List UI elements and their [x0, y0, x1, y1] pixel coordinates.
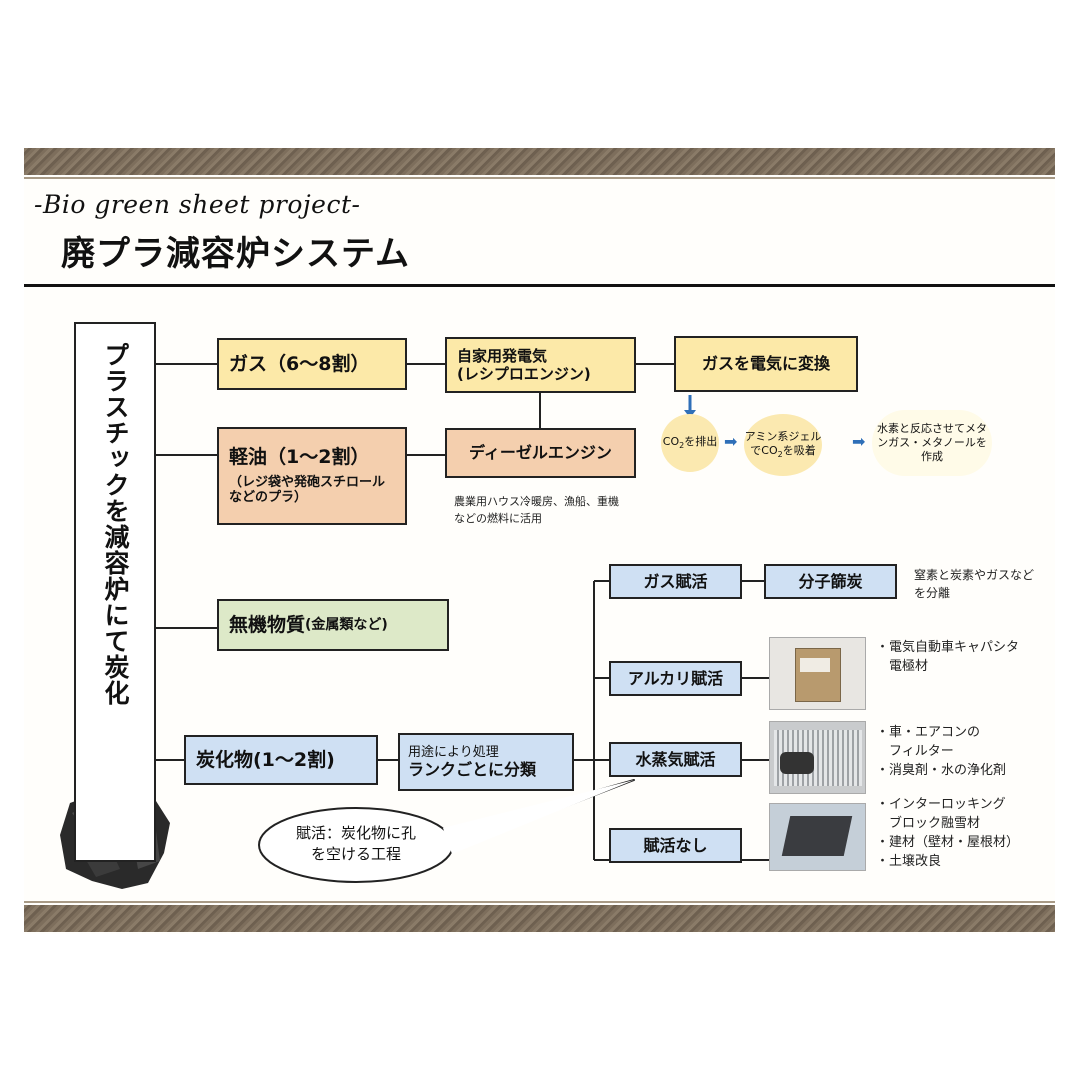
no-activation-box: 賦活なし — [609, 828, 742, 863]
light-oil-label: 軽油（1〜2割） — [229, 446, 370, 468]
methane-text: 水素と反応させてメタンガス・メタノールを作成 — [877, 421, 987, 464]
title-rule — [24, 284, 1055, 287]
char-output-box: 炭化物(1〜2割) — [184, 735, 378, 785]
char-label: 炭化物(1〜2割) — [196, 748, 335, 771]
alkali-activation-label: アルカリ賦活 — [627, 668, 724, 688]
steam-bullet: フィルター — [876, 743, 954, 759]
generator-box: 自家用発電気 (レシプロエンジン) — [445, 337, 636, 393]
co2-sub: 2 — [679, 440, 685, 450]
no-activation-bullet: ・建材（壁材・屋根材） — [876, 834, 1020, 850]
convert-box: ガスを電気に変換 — [674, 336, 858, 392]
plastic-carbonization-label: プラスチックを減容炉にて炭化 — [74, 322, 156, 862]
decorative-band-top — [24, 148, 1055, 175]
decorative-band-bottom — [24, 905, 1055, 932]
project-subtitle: -Bio green sheet project- — [34, 190, 361, 219]
diesel-box: ディーゼルエンジン — [445, 428, 636, 478]
no-activation-bullet: ブロック融雪材 — [876, 815, 981, 831]
molecular-sieve-box: 分子篩炭 — [764, 564, 897, 599]
classify-line1: 用途により処理 — [408, 744, 499, 760]
steam-bullet: ・車・エアコンの — [876, 725, 981, 740]
gas-output-box: ガス（6〜8割） — [217, 338, 407, 390]
inorganic-output-box: 無機物質(金属類など) — [217, 599, 449, 651]
band-divider-bottom — [24, 901, 1055, 903]
co2-text: CO — [662, 434, 680, 448]
filter-photo — [769, 721, 866, 794]
steam-bullets: ・車・エアコンの フィルター ・消臭剤・水の浄化剤 — [876, 724, 1006, 781]
page-title: 廃プラ減容炉システム — [61, 234, 410, 274]
amine-text-a: アミン系ジェル — [744, 429, 822, 443]
activation-callout-text: 賦活：炭化物に孔を空ける工程 — [295, 824, 416, 863]
diesel-label: ディーゼルエンジン — [469, 443, 612, 463]
gas-activation-box: ガス賦活 — [609, 564, 742, 599]
alkali-bullets: ・電気自動車キャパシタ 電極材 — [876, 639, 1019, 677]
classify-line2: ランクごとに分類 — [408, 760, 537, 780]
alkali-bullet: ・電気自動車キャパシタ — [876, 640, 1020, 655]
arrow-right-icon: ➡ — [852, 432, 866, 451]
slide: -Bio green sheet project- 廃プラ減容炉システム — [24, 148, 1055, 934]
amine-text-c: を吸着 — [782, 443, 816, 457]
co2-rest: を排出 — [684, 434, 718, 448]
inorganic-label: 無機物質 — [229, 613, 306, 636]
no-activation-label: 賦活なし — [643, 835, 708, 855]
band-divider-top — [24, 177, 1055, 179]
amine-sub: 2 — [777, 450, 783, 460]
light-oil-note: （レジ袋や発砲スチロールなどのプラ） — [229, 474, 386, 506]
diesel-note: 農業用ハウス冷暖房、漁船、重機などの燃料に活用 — [454, 495, 619, 525]
gas-output-label: ガス（6〜8割） — [229, 352, 370, 375]
gas-activation-label: ガス賦活 — [643, 571, 708, 591]
no-activation-bullet: ・土壌改良 — [876, 853, 942, 869]
co2-emission-circle: CO2を排出 — [661, 414, 719, 472]
capacitor-photo — [769, 637, 866, 710]
generator-line2: (レシプロエンジン) — [457, 365, 591, 383]
steam-activation-label: 水蒸気賦活 — [635, 749, 716, 769]
arrow-right-icon: ➡ — [724, 432, 738, 451]
molecular-sieve-label: 分子篩炭 — [798, 571, 863, 591]
block-photo — [769, 803, 866, 871]
inorganic-note: (金属類など) — [305, 616, 388, 633]
amine-text-b: でCO — [750, 443, 778, 457]
no-activation-bullet: ・インターロッキング — [876, 797, 1006, 812]
alkali-bullet: 電極材 — [876, 658, 929, 674]
no-activation-bullets: ・インターロッキング ブロック融雪材 ・建材（壁材・屋根材） ・土壌改良 — [876, 796, 1019, 871]
convert-label: ガスを電気に変換 — [701, 354, 830, 374]
steam-bullet: ・消臭剤・水の浄化剤 — [876, 762, 1007, 778]
classify-box: 用途により処理 ランクごとに分類 — [398, 733, 574, 791]
alkali-activation-box: アルカリ賦活 — [609, 661, 742, 696]
amine-gel-circle: アミン系ジェルでCO2を吸着 — [744, 414, 822, 476]
light-oil-output-box: 軽油（1〜2割） （レジ袋や発砲スチロールなどのプラ） — [217, 427, 407, 525]
molecular-note: 窒素と炭素やガスなどを分離 — [914, 568, 1035, 600]
methane-circle: 水素と反応させてメタンガス・メタノールを作成 — [872, 410, 992, 476]
generator-line1: 自家用発電気 — [457, 347, 548, 365]
steam-activation-box: 水蒸気賦活 — [609, 742, 742, 777]
